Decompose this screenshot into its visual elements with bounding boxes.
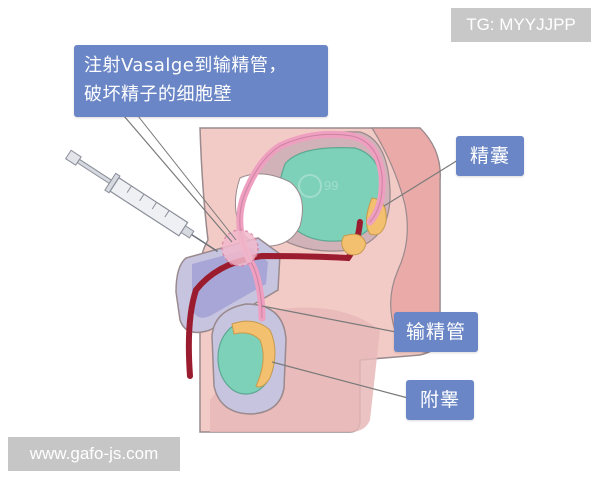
telegram-watermark: TG: MYYJJPP — [451, 8, 591, 42]
epididymis — [231, 320, 276, 388]
leader-epididymis — [271, 361, 409, 399]
injection-target — [221, 229, 259, 267]
label-vas-deferens: 输精管 — [394, 312, 478, 352]
callout-line-1: 注射Vasalge到输精管， — [84, 55, 287, 76]
vas-deferens-outline — [239, 133, 383, 319]
website-watermark: www.gafo-js.com — [8, 437, 180, 471]
injection-callout: 注射Vasalge到输精管， 破坏精子的细胞壁 — [74, 45, 328, 117]
syringe — [64, 149, 219, 253]
label-seminal-vesicle: 精囊 — [456, 136, 524, 176]
leader-callout — [123, 115, 233, 243]
leader-callout-2 — [137, 115, 237, 241]
callout-line-2: 破坏精子的细胞壁 — [84, 84, 232, 105]
leader-vas-deferens — [261, 305, 397, 333]
leader-seminal-vesicle — [383, 159, 459, 207]
seminal-vesicle-lower — [341, 233, 367, 256]
logo-watermark-text: 99 — [324, 178, 338, 193]
label-epididymis: 附睾 — [406, 380, 474, 420]
logo-watermark: 99 — [298, 174, 338, 198]
